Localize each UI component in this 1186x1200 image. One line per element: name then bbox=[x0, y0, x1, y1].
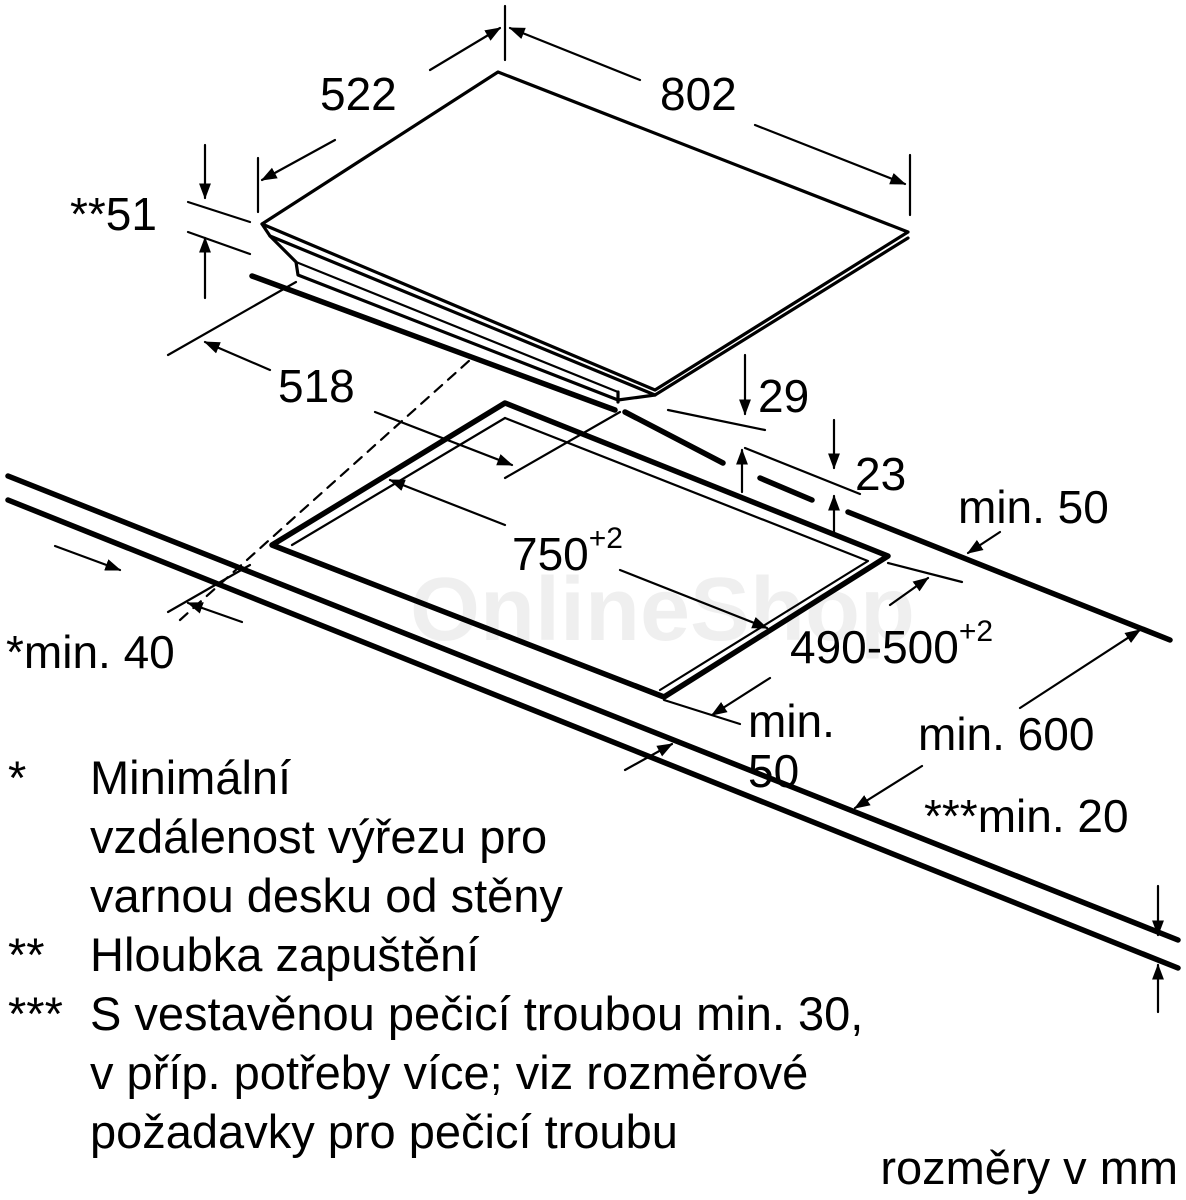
footnote-3-line: S vestavěnou pečicí troubou min. 30, bbox=[90, 987, 864, 1040]
dim-min-50-front-label-1: min. bbox=[748, 695, 835, 747]
footnotes: * Minimální vzdálenost výřezu pro varnou… bbox=[8, 748, 1178, 1161]
dimension-lines bbox=[53, 4, 1164, 1014]
dim-min-40-label: *min. 40 bbox=[6, 626, 175, 678]
dim-min-600-label: min. 600 bbox=[918, 708, 1094, 760]
dim-518-label: 518 bbox=[278, 360, 355, 412]
dim-750-label: 750+2 bbox=[512, 522, 623, 580]
watermark-text: OnlineShop bbox=[410, 560, 915, 660]
footnote-3-line: požadavky pro pečicí troubu bbox=[90, 1105, 678, 1158]
footnote-3-text: S vestavěnou pečicí troubou min. 30, v p… bbox=[90, 984, 1178, 1161]
footnote-2-mark: ** bbox=[8, 928, 45, 981]
footnote-2: ** Hloubka zapuštění bbox=[8, 925, 1178, 984]
countertop bbox=[5, 273, 1181, 971]
dim-23-label: 23 bbox=[855, 448, 906, 500]
footnote-3-line: v příp. potřeby více; viz rozměrové bbox=[90, 1046, 809, 1099]
dim-min-20-label: ***min. 20 bbox=[924, 790, 1129, 842]
units-label: rozměry v mm bbox=[880, 1141, 1178, 1194]
footnote-1-line: Minimální bbox=[90, 751, 292, 804]
footnote-2-text: Hloubka zapuštění bbox=[90, 925, 1178, 984]
footnote-3-mark: *** bbox=[8, 987, 63, 1040]
footnote-1-text: Minimální vzdálenost výřezu pro varnou d… bbox=[90, 748, 1178, 925]
footnote-2-line: Hloubka zapuštění bbox=[90, 928, 480, 981]
dim-51-label: **51 bbox=[70, 188, 157, 240]
dim-802-label: 802 bbox=[660, 68, 737, 120]
footnote-1: * Minimální vzdálenost výřezu pro varnou… bbox=[8, 748, 1178, 925]
footnote-3: *** S vestavěnou pečicí troubou min. 30,… bbox=[8, 984, 1178, 1161]
dim-29-label: 29 bbox=[758, 370, 809, 422]
footnote-1-mark: * bbox=[8, 751, 27, 804]
dim-min-50-right-label: min. 50 bbox=[958, 481, 1109, 533]
hob bbox=[260, 70, 910, 404]
dim-522-label: 522 bbox=[320, 68, 397, 120]
footnote-1-line: varnou desku od stěny bbox=[90, 869, 563, 922]
dim-490-500-label: 490-500+2 bbox=[790, 615, 993, 673]
dim-min-50-front-label-2: 50 bbox=[748, 745, 799, 797]
footnote-1-line: vzdálenost výřezu pro bbox=[90, 810, 548, 863]
